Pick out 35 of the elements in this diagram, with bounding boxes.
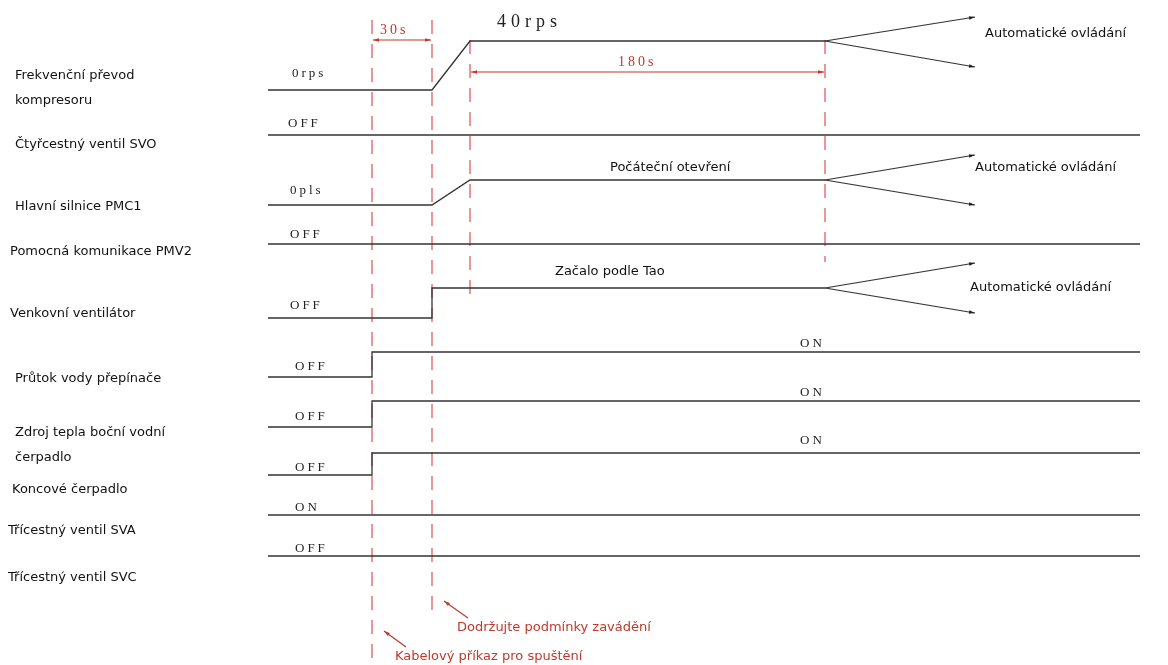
signal-label: Pomocná komunikace PMV2	[10, 242, 192, 260]
leader-line	[383, 630, 407, 648]
signal-label: Třícestný ventil SVC	[8, 568, 137, 586]
signal-label: Čtyřcestný ventil SVO	[15, 135, 157, 153]
signal-label: Třícestný ventil SVA	[8, 521, 136, 539]
state-value: 0pls	[290, 181, 324, 199]
signal-label: Koncové čerpadlo	[12, 480, 128, 498]
state-value: ON	[800, 334, 825, 352]
state-value: OFF	[290, 225, 323, 243]
state-value: ON	[800, 431, 825, 449]
dimension-label: 30s	[380, 21, 409, 39]
annotation-text: Kabelový příkaz pro spuštění	[395, 647, 583, 665]
state-value: 0rps	[292, 64, 327, 82]
annotation-text: Dodržujte podmínky zavádění	[457, 618, 651, 636]
state-value: OFF	[288, 114, 321, 132]
state-value: 40rps	[497, 10, 562, 32]
signal-label: Hlavní silnice PMC1	[15, 197, 142, 215]
note-text: Automatické ovládání	[975, 158, 1117, 176]
state-value: OFF	[295, 458, 328, 476]
state-value: ON	[800, 383, 825, 401]
signal-label: Frekvenční převod kompresoru	[15, 66, 136, 109]
note-text: Automatické ovládání	[970, 278, 1112, 296]
dimension-label: 180s	[618, 53, 657, 71]
note-text: Začalo podle Tao	[555, 262, 665, 280]
state-value: OFF	[295, 357, 328, 375]
signal-label: Průtok vody přepínače	[15, 369, 162, 387]
state-value: OFF	[290, 296, 323, 314]
state-value: OFF	[295, 407, 328, 425]
state-value: ON	[295, 498, 320, 516]
note-text: Automatické ovládání	[985, 24, 1127, 42]
state-value: OFF	[295, 539, 328, 557]
leader-line	[443, 600, 469, 619]
signal-label: Zdroj tepla boční vodní čerpadlo	[15, 423, 167, 466]
note-text: Počáteční otevření	[610, 158, 731, 176]
signal-label: Venkovní ventilátor	[10, 304, 136, 322]
